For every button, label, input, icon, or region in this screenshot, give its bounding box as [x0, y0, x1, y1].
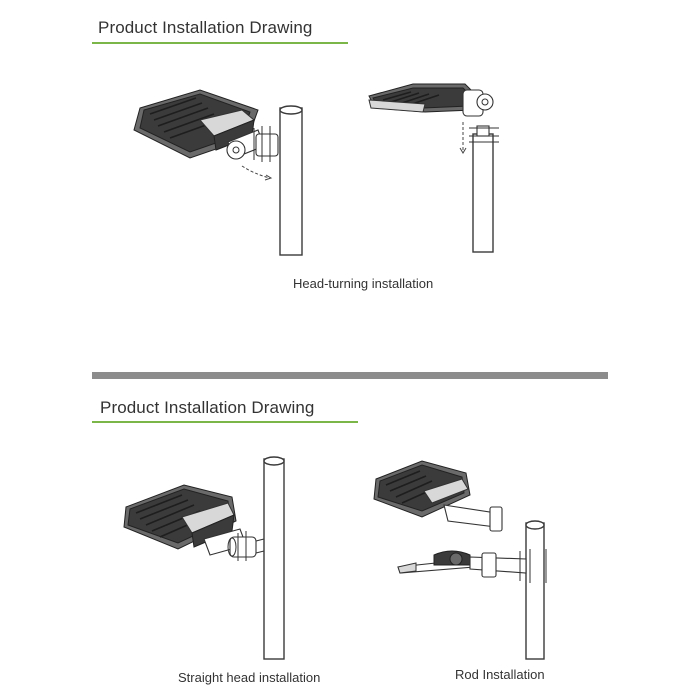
head-turning-figure-angled: [133, 89, 303, 256]
rod-installation-figure: [373, 460, 547, 660]
caption-rod-installation: Rod Installation: [455, 667, 545, 682]
section-title-underline-bottom: [92, 421, 358, 423]
street-light-head: [368, 83, 474, 113]
caption-head-turning: Head-turning installation: [293, 276, 434, 291]
section-divider: [92, 372, 608, 379]
street-light-head: [133, 89, 259, 159]
section-title-top: Product Installation Drawing: [98, 18, 313, 37]
pole: [525, 522, 545, 660]
rod-arm: [469, 549, 547, 583]
street-light-head-upper: [373, 460, 471, 518]
rotation-arrow: [241, 165, 271, 179]
pole: [279, 107, 303, 256]
rod-bracket: [443, 504, 503, 532]
street-light-head: [123, 484, 237, 550]
straight-head-figure: [123, 456, 285, 660]
mounting-bracket: [226, 126, 279, 162]
street-light-head-lower: [397, 550, 475, 574]
mounting-bracket: [462, 89, 499, 143]
section-title-underline-top: [92, 42, 348, 44]
pole: [472, 133, 494, 253]
pole: [263, 458, 285, 660]
head-turning-figure-vertical: [368, 83, 499, 253]
mounting-bracket: [203, 528, 265, 561]
caption-straight-head: Straight head installation: [178, 670, 321, 685]
section-title-bottom: Product Installation Drawing: [100, 398, 315, 417]
